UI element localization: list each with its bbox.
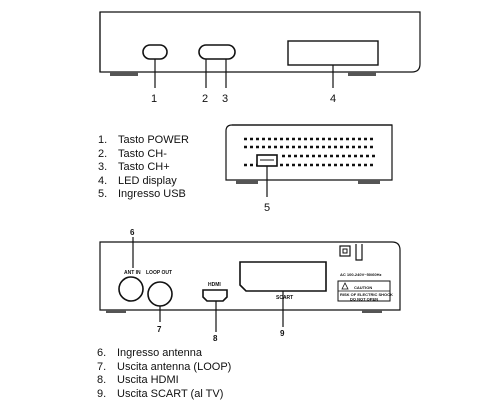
channel-buttons xyxy=(198,44,236,60)
ant-in-label: ANT IN xyxy=(124,270,141,276)
callout-5: 5 xyxy=(264,202,270,214)
scart-label: SCART xyxy=(276,295,293,301)
legend-item: 6.Ingresso antenna xyxy=(97,347,203,359)
callout-6: 6 xyxy=(130,228,135,237)
callout-8: 8 xyxy=(213,334,218,343)
caution-title: CAUTION xyxy=(354,285,372,290)
rear-view xyxy=(99,237,401,332)
loop-out-label: LOOP OUT xyxy=(146,270,172,276)
legend-front-side: 1.Tasto POWER 2.Tasto CH- 3.Tasto CH+ 4.… xyxy=(98,134,189,202)
caution-line-2: DO NOT OPEN xyxy=(350,297,378,302)
ant-in-connector xyxy=(118,276,144,302)
legend-item: 5.Ingresso USB xyxy=(98,188,186,200)
caution-line-1: RISK OF ELECTRIC SHOCK xyxy=(340,292,393,297)
scart-port xyxy=(239,261,327,292)
front-view xyxy=(99,11,421,88)
legend-item: 2.Tasto CH- xyxy=(98,147,167,160)
hdmi-label: HDMI xyxy=(208,282,221,288)
legend-item: 4.LED display xyxy=(98,174,177,187)
callout-1: 1 xyxy=(151,93,157,105)
hdmi-port xyxy=(202,289,228,302)
legend-item: 8.Uscita HDMI xyxy=(97,374,179,386)
callout-7: 7 xyxy=(157,325,162,334)
legend-item: 9.Uscita SCART (al TV) xyxy=(97,387,224,400)
legend-item: 7.Uscita antenna (LOOP) xyxy=(97,360,232,373)
callout-3: 3 xyxy=(222,93,228,105)
callout-2: 2 xyxy=(202,93,208,105)
callout-9: 9 xyxy=(280,329,285,338)
legend-item: 1.Tasto POWER xyxy=(98,134,189,146)
callout-4: 4 xyxy=(330,93,336,105)
power-rating-label: AC 100-240V~50/60Hz xyxy=(340,272,381,277)
legend-item: 3.Tasto CH+ xyxy=(98,161,170,173)
legend-rear: 6.Ingresso antenna 7.Uscita antenna (LOO… xyxy=(97,347,231,401)
side-view xyxy=(225,124,393,197)
